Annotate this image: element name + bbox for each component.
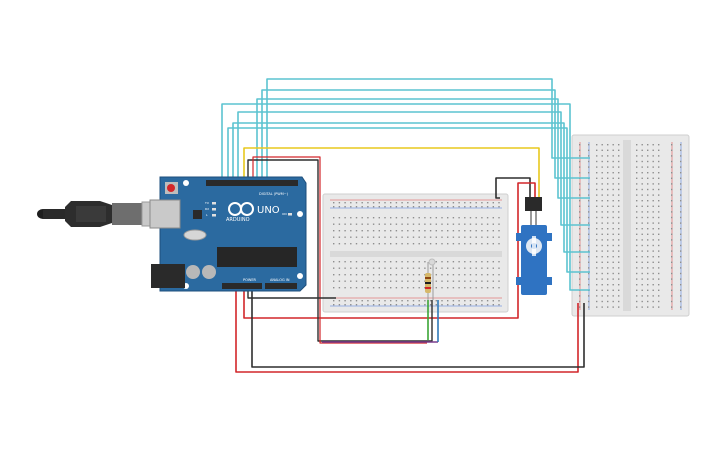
wires[interactable]	[221, 78, 590, 373]
arduino-logo-icon	[228, 202, 254, 216]
analog-header-label: ANALOG IN	[270, 278, 290, 282]
wire-red-servo-vcc	[243, 182, 536, 319]
digital-header-label: DIGITAL (PWM~)	[259, 192, 289, 196]
led-icon[interactable]	[428, 258, 436, 300]
vertical-breadboard-holes	[579, 144, 682, 308]
analog-header[interactable]	[265, 283, 297, 289]
wire-red-header	[252, 156, 427, 344]
wire-cyan-3	[256, 98, 590, 199]
model-label: UNO	[257, 205, 280, 216]
brand-label: ARDUINO	[226, 217, 250, 223]
wire-cyan-6	[227, 127, 590, 273]
wire-cyan-5	[232, 122, 590, 253]
wire-cyan-1	[266, 78, 590, 180]
rx-label: RX	[205, 207, 209, 211]
vertical-breadboard[interactable]	[571, 134, 690, 317]
wire-yellow-servo-signal	[243, 147, 540, 197]
servo-motor-icon[interactable]	[516, 197, 552, 295]
arduino-uno-board[interactable]: ARDUINO UNO DIGITAL (PWM~) POWER ANALOG …	[149, 176, 307, 292]
wire-black-servo-gnd	[495, 177, 531, 199]
horizontal-breadboard-holes	[333, 202, 500, 306]
wire-red-5v	[235, 286, 579, 373]
tx-label: TX	[204, 201, 209, 205]
horizontal-breadboard[interactable]	[322, 193, 509, 313]
wire-black-gnd-long	[251, 286, 585, 368]
atmega-chip	[217, 247, 297, 267]
wire-cyan-7	[221, 103, 590, 291]
digital-header[interactable]	[206, 180, 298, 186]
l-label: L	[206, 213, 208, 217]
power-header-label: POWER	[243, 278, 257, 282]
on-label: ON	[282, 212, 287, 216]
wire-black-header	[247, 159, 433, 342]
power-header[interactable]	[222, 283, 262, 289]
resistor-icon[interactable]	[425, 262, 431, 300]
